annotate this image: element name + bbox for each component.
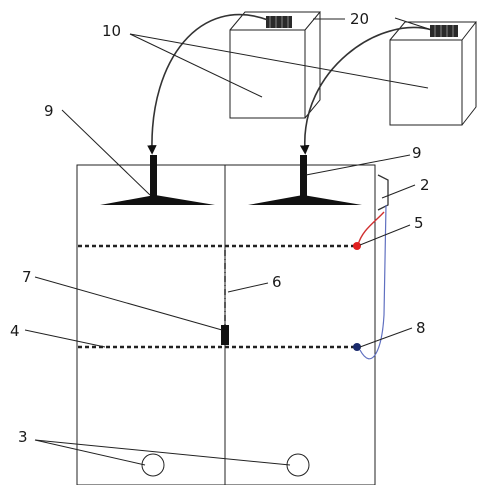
label-5: 5	[414, 214, 424, 232]
connector-left	[266, 16, 292, 28]
label-9-left: 9	[44, 102, 54, 120]
label-9-right: 9	[412, 144, 422, 162]
leader-lines	[24, 17, 433, 466]
label-4: 4	[10, 322, 20, 340]
label-6: 6	[272, 273, 282, 291]
label-7: 7	[22, 268, 32, 286]
cable-right	[299, 26, 433, 155]
wire-red	[357, 211, 385, 246]
label-8: 8	[416, 319, 426, 337]
drain-hole-right	[286, 453, 310, 477]
box-10-left	[229, 11, 322, 119]
drain-hole-left	[141, 453, 165, 477]
box-10-right	[389, 21, 478, 126]
label-3: 3	[18, 428, 28, 446]
label-20: 20	[350, 10, 369, 28]
label-2: 2	[420, 176, 430, 194]
marker-5	[353, 242, 361, 250]
cable-left	[147, 13, 269, 155]
element-7	[221, 325, 229, 345]
label-10: 10	[102, 22, 121, 40]
main-container	[76, 164, 376, 485]
marker-8	[353, 343, 361, 351]
wire-blue	[359, 204, 387, 360]
spreader-right	[248, 155, 362, 205]
side-bracket-2	[377, 174, 389, 211]
connector-right	[430, 25, 458, 37]
spreader-left	[100, 155, 215, 205]
